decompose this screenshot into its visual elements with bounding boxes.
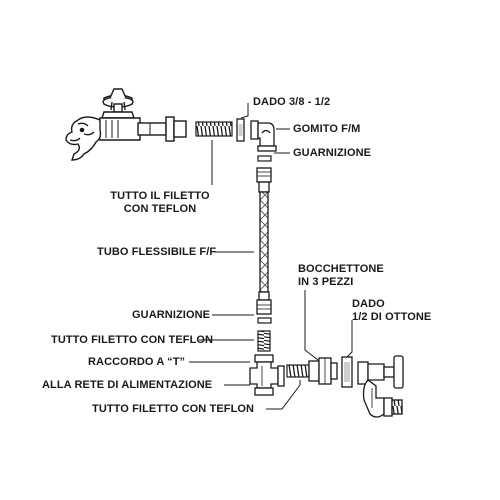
label-nut-3-8: DADO 3/8 - 1/2	[253, 96, 331, 108]
faucet-drawing	[65, 88, 187, 161]
nut-3-8-drawing	[236, 118, 245, 142]
label-gasket-top: GUARNIZIONE	[293, 147, 372, 159]
label-full-thread-line1: TUTTO IL FILETTO	[110, 190, 210, 202]
label-union-3-piece: BOCCHETTONE IN 3 PEZZI	[298, 263, 384, 289]
label-flexible-hose: TUBO FLESSIBILE F/F	[97, 246, 217, 258]
label-brass-nut: DADO 1/2 DI OTTONE	[352, 298, 431, 324]
flexible-hose-drawing	[256, 167, 272, 315]
label-full-thread-teflon-bottom: TUTTO FILETTO CON TEFLON	[92, 403, 255, 415]
label-brass-nut-line1: DADO	[352, 298, 385, 310]
label-union-line1: BOCCHETTONE	[298, 263, 384, 275]
label-elbow-fm: GOMITO F/M	[293, 123, 361, 135]
leader-lines	[189, 103, 353, 410]
gasket-top-drawing	[257, 155, 272, 162]
label-gasket-bottom: GUARNIZIONE	[132, 309, 211, 321]
label-full-thread-teflon-top: TUTTO IL FILETTO CON TEFLON	[98, 190, 222, 216]
elbow-fitting-drawing	[250, 120, 277, 152]
label-supply-network: ALLA RETE DI ALIMENTAZIONE	[42, 379, 213, 391]
threaded-nipple-vertical	[257, 330, 271, 352]
label-union-line2: IN 3 PEZZI	[298, 276, 354, 288]
stop-valve-drawing	[357, 355, 404, 418]
threaded-nipple-horizontal	[286, 364, 310, 378]
threaded-nipple-top	[195, 121, 233, 137]
label-brass-nut-line2: 1/2 DI OTTONE	[352, 311, 432, 323]
brass-nut-drawing	[341, 356, 353, 388]
label-t-fitting: RACCORDO A “T”	[88, 356, 186, 368]
t-fitting-drawing	[249, 354, 285, 396]
label-full-thread-teflon-mid: TUTTO FILETTO CON TEFLON	[51, 334, 214, 346]
union-3-piece-drawing	[308, 357, 338, 385]
gasket-bottom-drawing	[257, 317, 272, 324]
label-full-thread-line2: CON TEFLON	[123, 203, 197, 215]
